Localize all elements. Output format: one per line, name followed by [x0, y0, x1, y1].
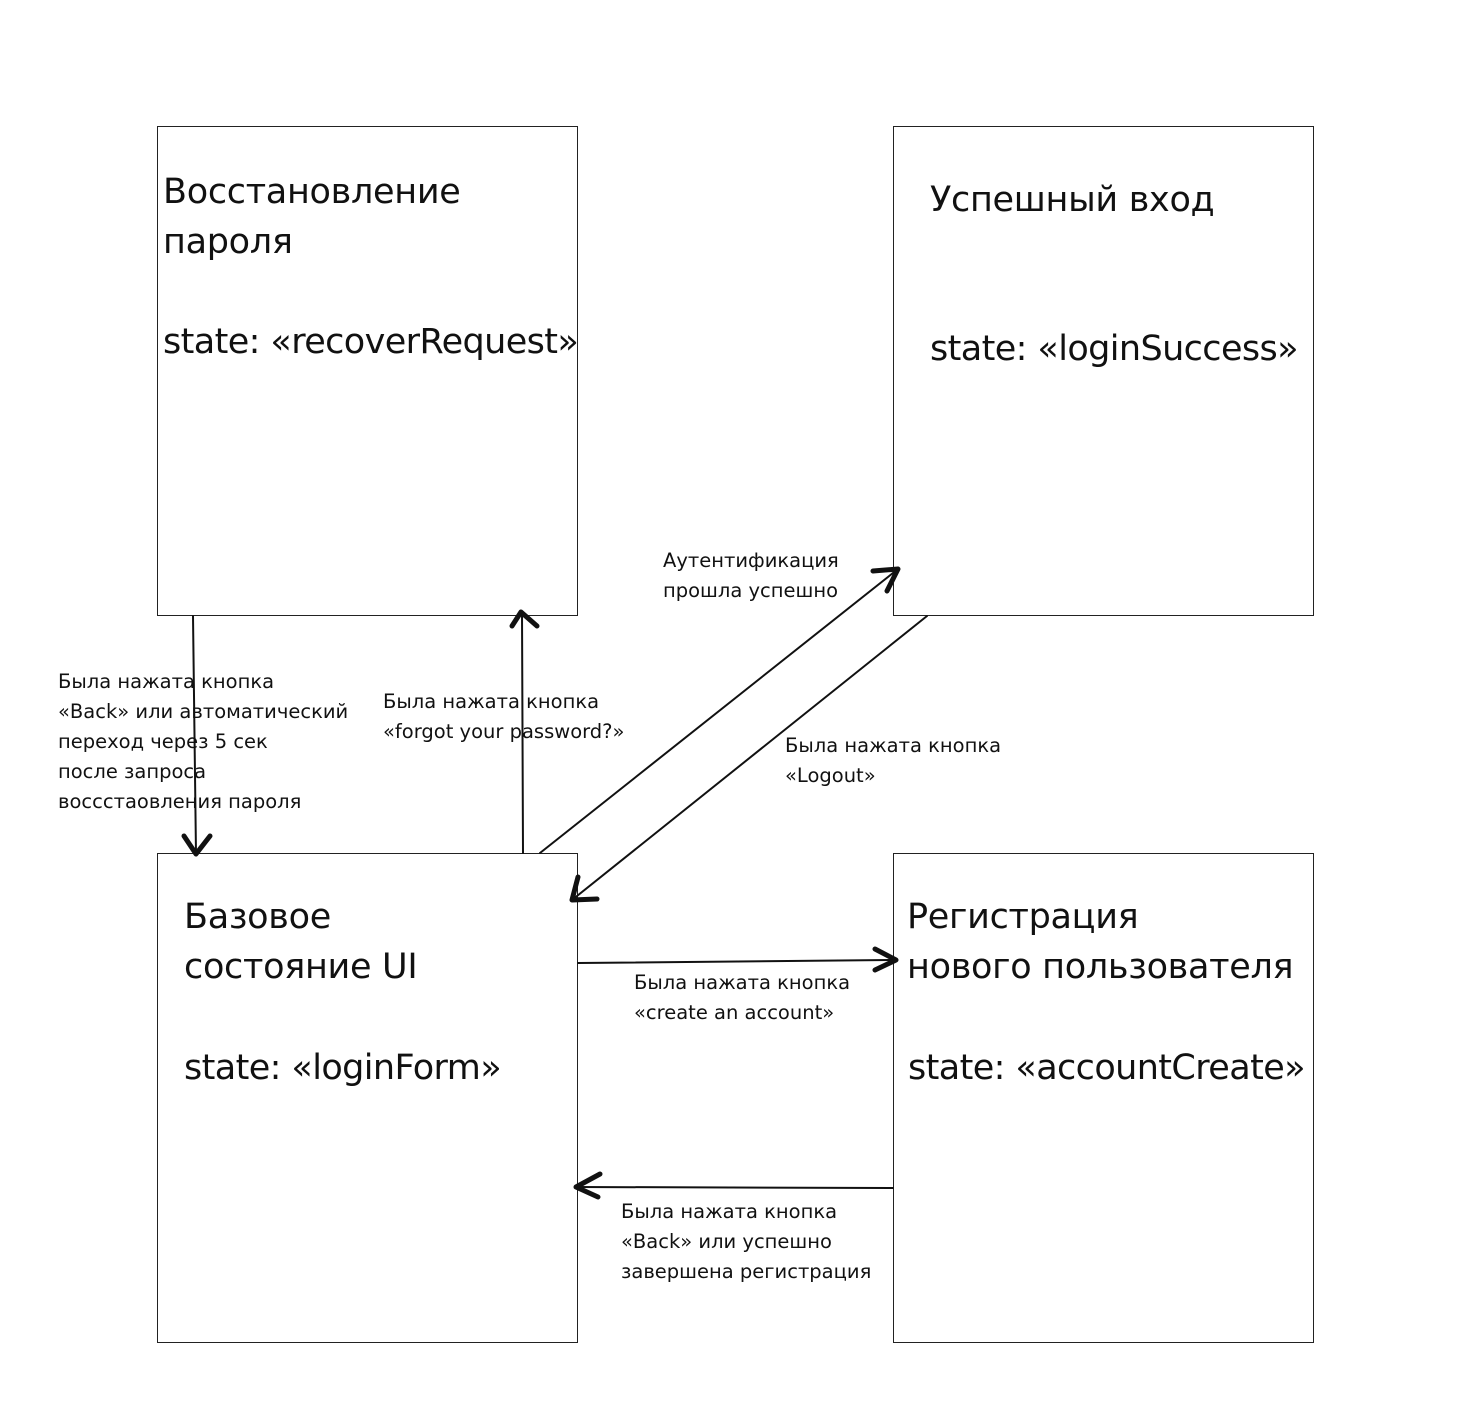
state-title-recover: Восстановление пароля: [163, 172, 461, 262]
state-box-login-form: Базовое состояние UI state: «loginForm»: [157, 853, 578, 1343]
state-name-recover: state: «recoverRequest»: [163, 322, 579, 362]
transition-label-register-to-base: Была нажата кнопка «Back» или успешно за…: [621, 1200, 872, 1283]
state-box-recover-request: Восстановление пароля state: «recoverReq…: [157, 126, 579, 616]
state-box-account-create: Регистрация нового пользователя state: «…: [893, 853, 1314, 1343]
arrowhead-register-to-base: [573, 1171, 603, 1200]
transition-label-success-to-base: Была нажата кнопка «Logout»: [785, 734, 1002, 787]
state-name-success: state: «loginSuccess»: [930, 329, 1299, 369]
arrow-base-to-register: [577, 959, 897, 964]
transition-label-base-to-success: Аутентификация прошла успешно: [663, 549, 839, 602]
state-title-success: Успешный вход: [930, 180, 1215, 220]
state-name-base: state: «loginForm»: [184, 1048, 502, 1088]
state-name-register: state: «accountCreate»: [908, 1048, 1306, 1088]
transition-label-base-to-register: Была нажата кнопка «create an account»: [634, 971, 851, 1024]
state-title-register: Регистрация нового пользователя: [907, 897, 1294, 987]
transition-label-base-to-recover: Была нажата кнопка «forgot your password…: [383, 690, 625, 743]
state-box-login-success: Успешный вход state: «loginSuccess»: [893, 126, 1314, 616]
arrowhead-recover-to-base: [181, 833, 213, 857]
arrow-register-to-base: [575, 1186, 894, 1189]
transition-label-recover-to-base: Была нажата кнопка «Back» или автоматиче…: [58, 670, 349, 813]
state-title-base: Базовое состояние UI: [184, 897, 418, 987]
